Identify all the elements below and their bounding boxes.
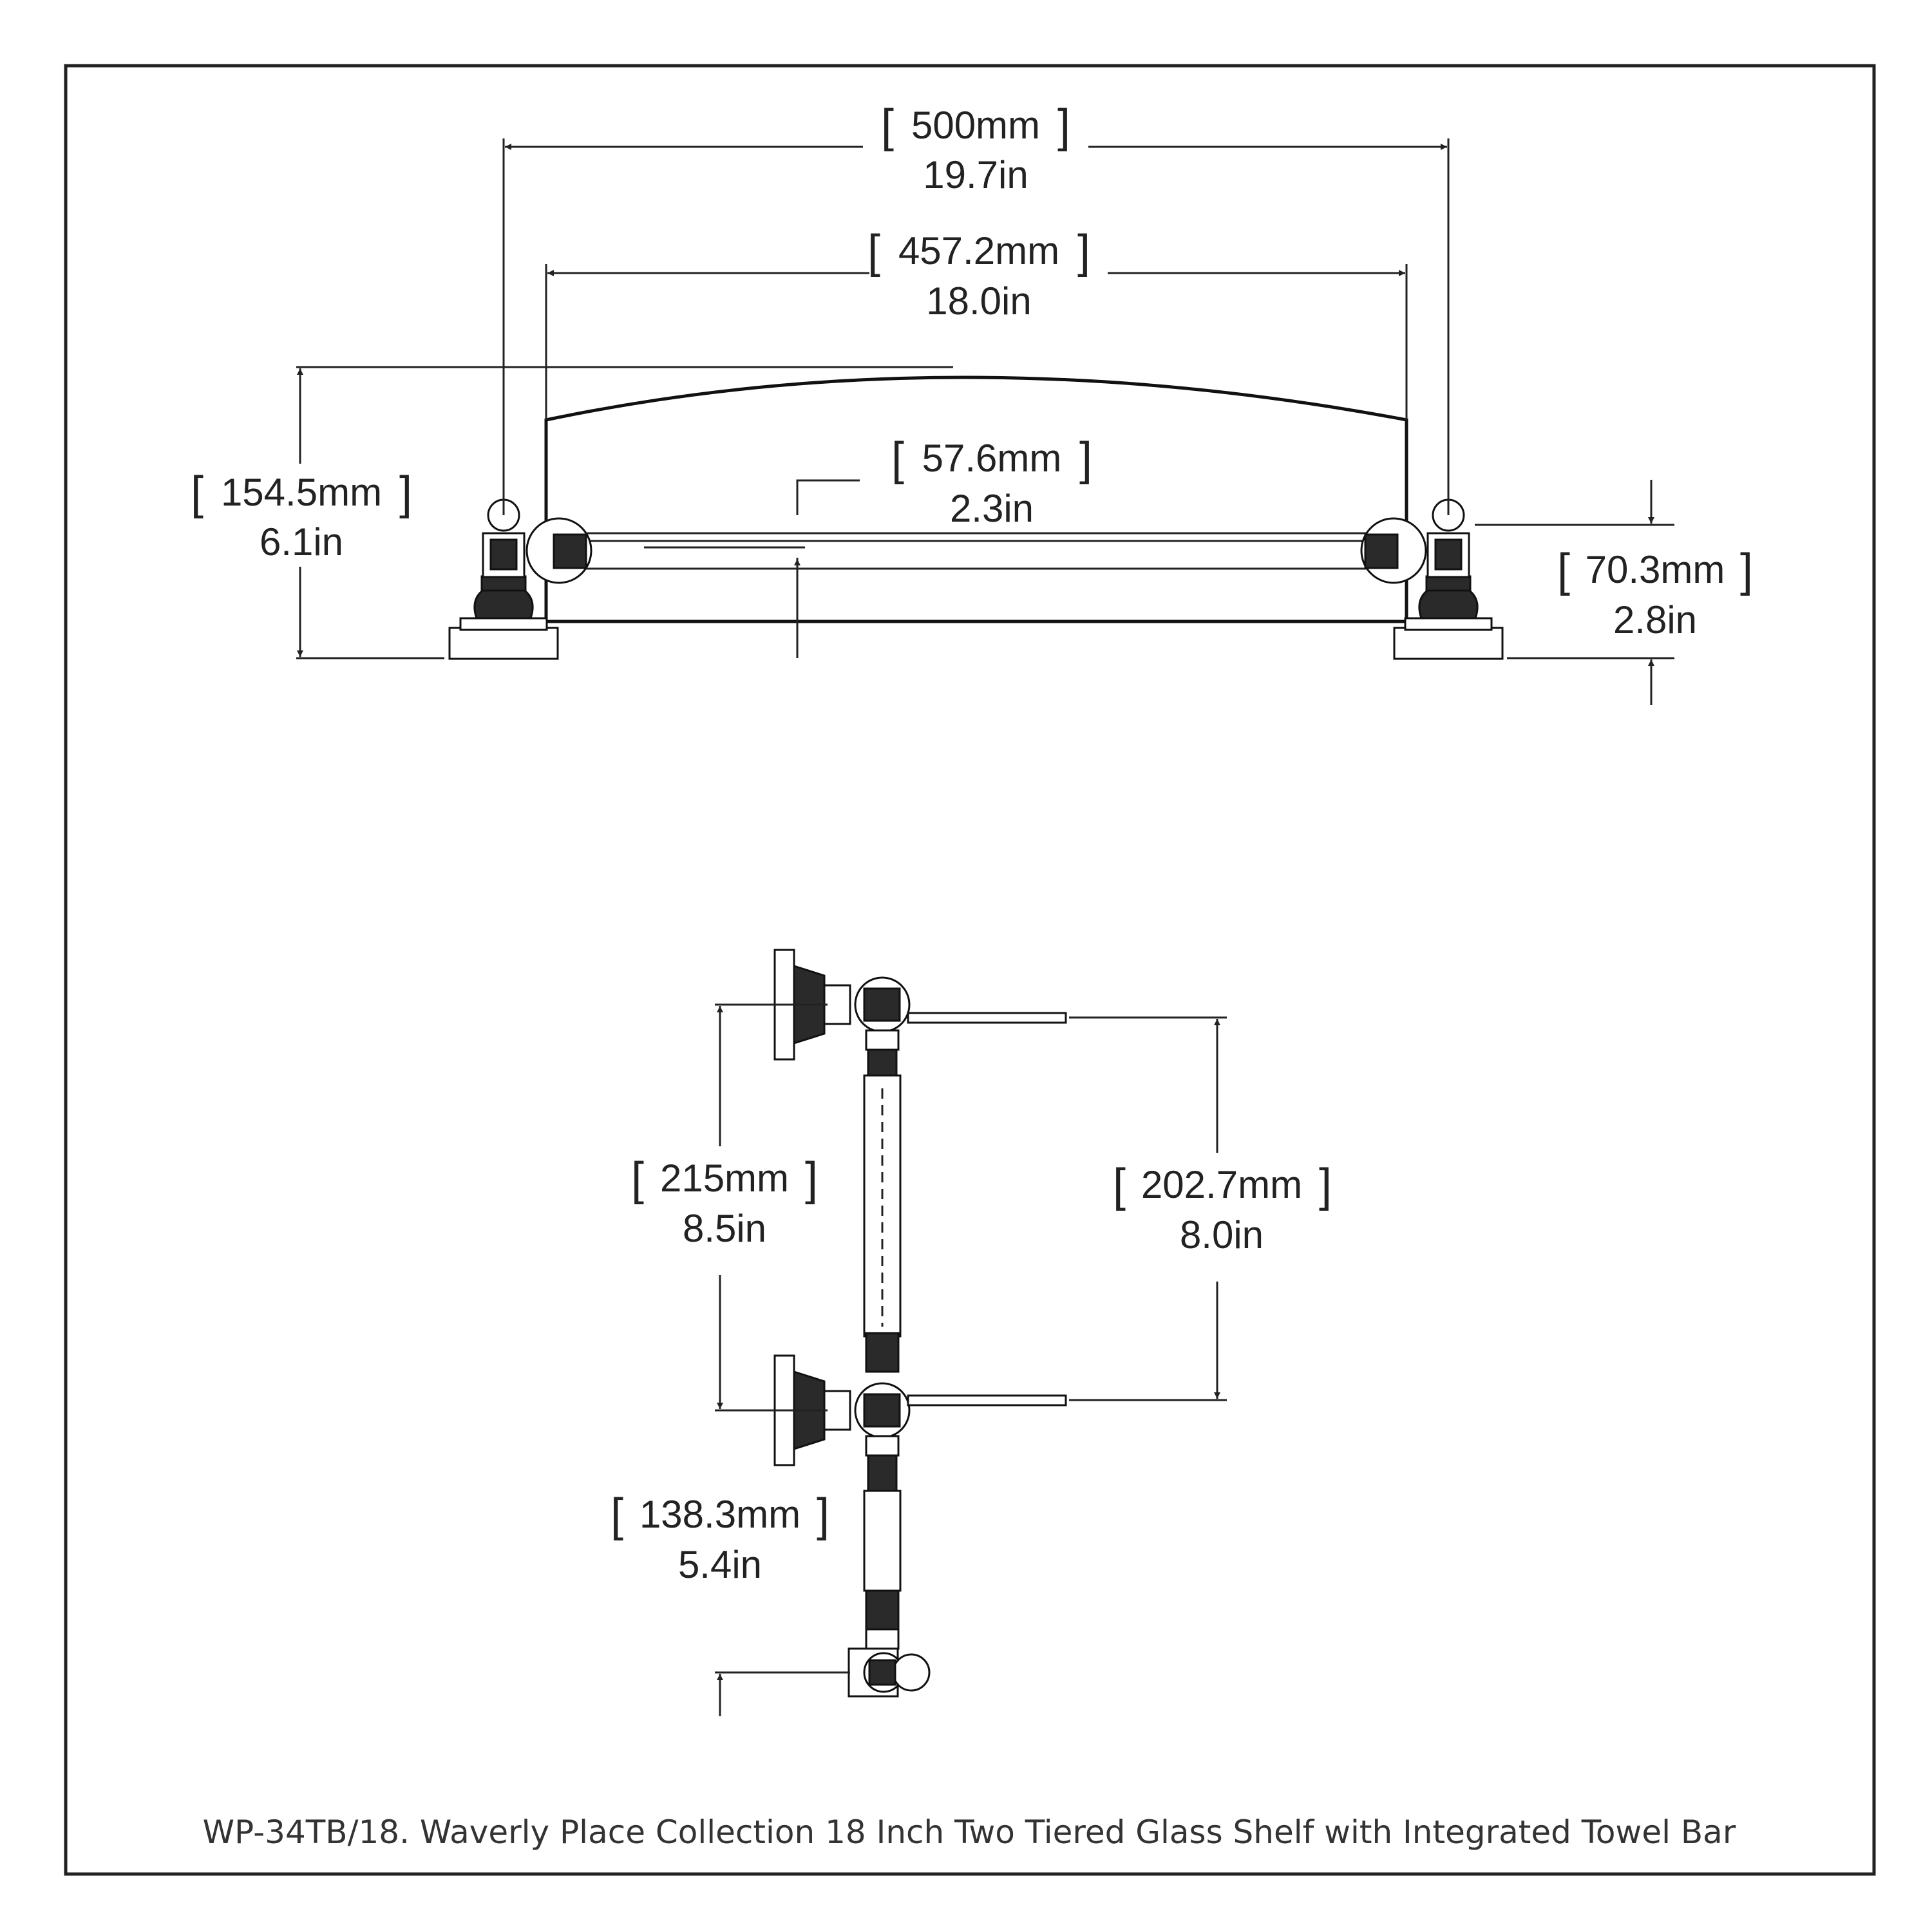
dim-tier-mount-spacing-in: 8.5in xyxy=(683,1207,766,1250)
dim-overall-width-mm: 500mm xyxy=(911,104,1040,147)
dim-post-height-in: 2.8in xyxy=(1613,598,1697,641)
drawing-frame xyxy=(64,64,1876,1876)
svg-text:]: ] xyxy=(1319,1160,1332,1211)
dim-shelf-width: [ ] 457.2mm 18.0in xyxy=(867,226,1090,323)
dim-shelf-spacing: [ ] 202.7mm 8.0in xyxy=(1113,1160,1332,1256)
svg-text:[: [ xyxy=(881,100,894,152)
svg-text:]: ] xyxy=(805,1153,818,1205)
dim-overall-width-in: 19.7in xyxy=(923,153,1028,196)
dim-total-height: [ ] 154.5mm 6.1in xyxy=(191,468,412,564)
svg-text:]: ] xyxy=(1079,433,1092,485)
svg-text:]: ] xyxy=(399,468,412,519)
dim-shelf-width-mm: 457.2mm xyxy=(898,229,1059,272)
dim-post-height: [ ] 70.3mm 2.8in xyxy=(1557,545,1753,641)
dim-bar-drop-in: 5.4in xyxy=(678,1543,762,1586)
svg-text:[: [ xyxy=(867,226,880,278)
svg-text:[: [ xyxy=(611,1490,623,1541)
lower-wall-mount xyxy=(773,1354,911,1492)
upper-shelf-edge xyxy=(907,1012,1067,1024)
svg-text:]: ] xyxy=(1077,226,1090,278)
dim-total-height-mm: 154.5mm xyxy=(221,471,382,514)
dim-post-height-mm: 70.3mm xyxy=(1586,548,1725,591)
dim-shelf-spacing-mm: 202.7mm xyxy=(1141,1163,1302,1206)
dim-bar-height-mm: 57.6mm xyxy=(922,437,1062,480)
svg-text:[: [ xyxy=(891,433,904,485)
svg-text:[: [ xyxy=(191,468,204,519)
product-caption: WP-34TB/18. Waverly Place Collection 18 … xyxy=(203,1814,1736,1851)
dim-tier-mount-spacing: [ ] 215mm 8.5in xyxy=(631,1153,818,1250)
dim-tier-mount-spacing-mm: 215mm xyxy=(660,1157,789,1200)
dim-shelf-spacing-in: 8.0in xyxy=(1180,1213,1264,1256)
lower-shelf-edge xyxy=(907,1394,1067,1406)
left-post xyxy=(448,498,592,660)
dim-bar-height: [ ] 57.6mm 2.3in xyxy=(891,433,1092,530)
svg-text:]: ] xyxy=(1740,545,1753,596)
svg-text:[: [ xyxy=(1113,1160,1126,1211)
side-view xyxy=(715,949,1227,1716)
dim-bar-drop-mm: 138.3mm xyxy=(639,1493,800,1536)
vertical-post-lower xyxy=(863,1490,902,1592)
dim-overall-width: [ ] 500mm 19.7in xyxy=(881,100,1070,196)
dim-bar-height-in: 2.3in xyxy=(950,487,1034,530)
svg-text:[: [ xyxy=(631,1153,644,1205)
svg-text:[: [ xyxy=(1557,545,1570,596)
front-view xyxy=(296,138,1674,705)
glass-shelf xyxy=(544,375,1408,623)
svg-text:]: ] xyxy=(1057,100,1070,152)
dim-bar-drop: [ ] 138.3mm 5.4in xyxy=(611,1490,829,1586)
right-post xyxy=(1360,498,1504,660)
dim-total-height-in: 6.1in xyxy=(260,520,343,564)
svg-text:]: ] xyxy=(817,1490,829,1541)
top-wall-mount xyxy=(773,949,911,1077)
towel-bar-end xyxy=(848,1647,931,1698)
dim-shelf-width-in: 18.0in xyxy=(926,279,1031,323)
